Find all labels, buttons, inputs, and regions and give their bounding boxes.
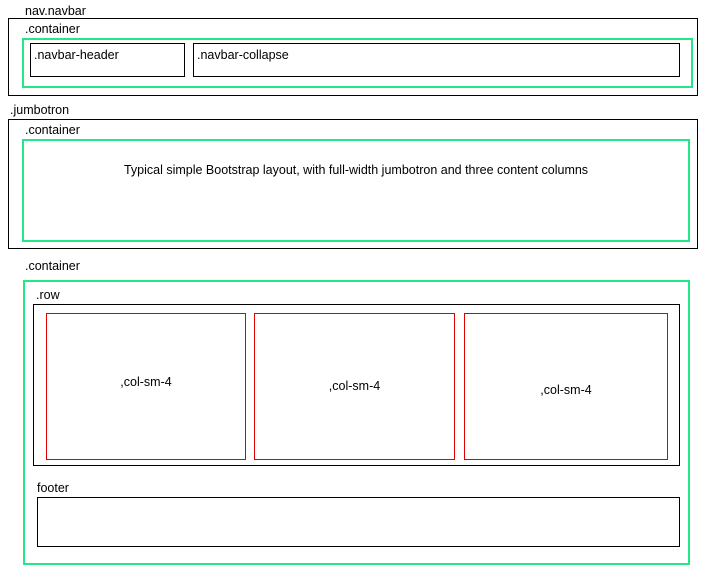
footer-label: footer <box>37 481 69 495</box>
jumbotron-container-label: .container <box>25 123 80 137</box>
navbar-container-label: .container <box>25 22 80 36</box>
column-box-2 <box>254 313 455 460</box>
jumbotron-description-text: Typical simple Bootstrap layout, with fu… <box>123 163 589 177</box>
column-label-2: ,col-sm-4 <box>328 379 381 393</box>
footer-box <box>37 497 680 547</box>
navbar-header-label: .navbar-header <box>34 48 119 62</box>
navbar-container-box <box>22 38 693 88</box>
main-container-label: .container <box>25 259 80 273</box>
column-box-1 <box>46 313 246 460</box>
navbar-collapse-label: .navbar-collapse <box>197 48 289 62</box>
column-label-1: ,col-sm-4 <box>120 375 172 389</box>
column-box-3 <box>464 313 668 460</box>
navbar-section-label: nav.navbar <box>25 4 86 18</box>
jumbotron-section-label: .jumbotron <box>10 103 70 117</box>
jumbotron-section-box <box>8 119 698 249</box>
navbar-section-box <box>8 18 698 96</box>
row-box <box>33 304 680 466</box>
column-label-3: ,col-sm-4 <box>540 383 592 397</box>
row-label: .row <box>36 288 60 302</box>
navbar-collapse-box <box>193 43 680 77</box>
jumbotron-container-box <box>22 139 690 242</box>
navbar-header-box <box>30 43 185 77</box>
main-container-box <box>23 280 690 565</box>
